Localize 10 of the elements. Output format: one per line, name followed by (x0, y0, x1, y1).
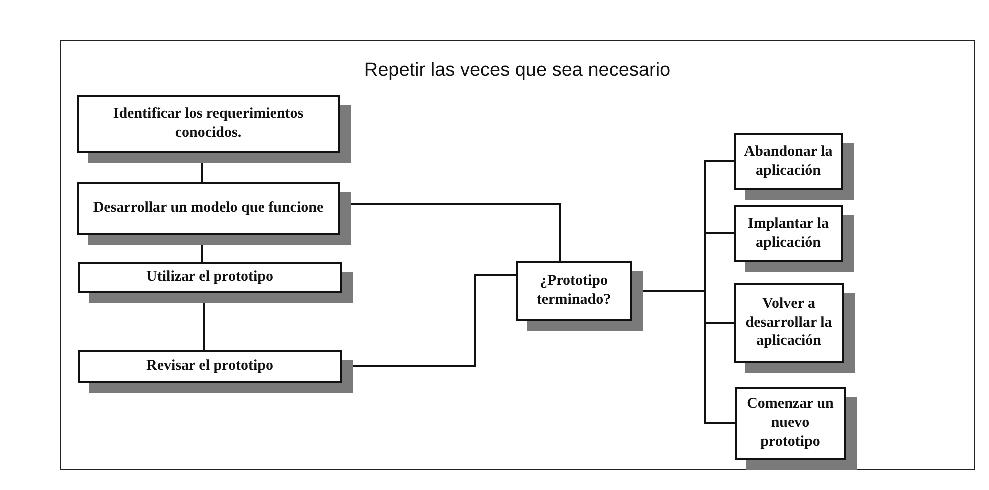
node-text: Implantar la aplicación (747, 214, 830, 252)
node-text: Identificar los requerimientos conocidos. (112, 105, 305, 143)
node-text: Revisar el prototipo (146, 357, 274, 376)
node-text: ¿Prototipo terminado? (536, 272, 612, 310)
node-text: Abandonar la aplicación (743, 142, 834, 180)
node-text: Utilizar el prototipo (146, 268, 274, 287)
node-text: Volver a desarrollar la aplicación (744, 294, 834, 352)
node-text: Desarrollar un modelo que funcione (93, 199, 324, 218)
node-text: Comenzar un nuevo prototipo (746, 395, 835, 452)
diagram-title: Repetir las veces que sea necesario (363, 60, 672, 82)
